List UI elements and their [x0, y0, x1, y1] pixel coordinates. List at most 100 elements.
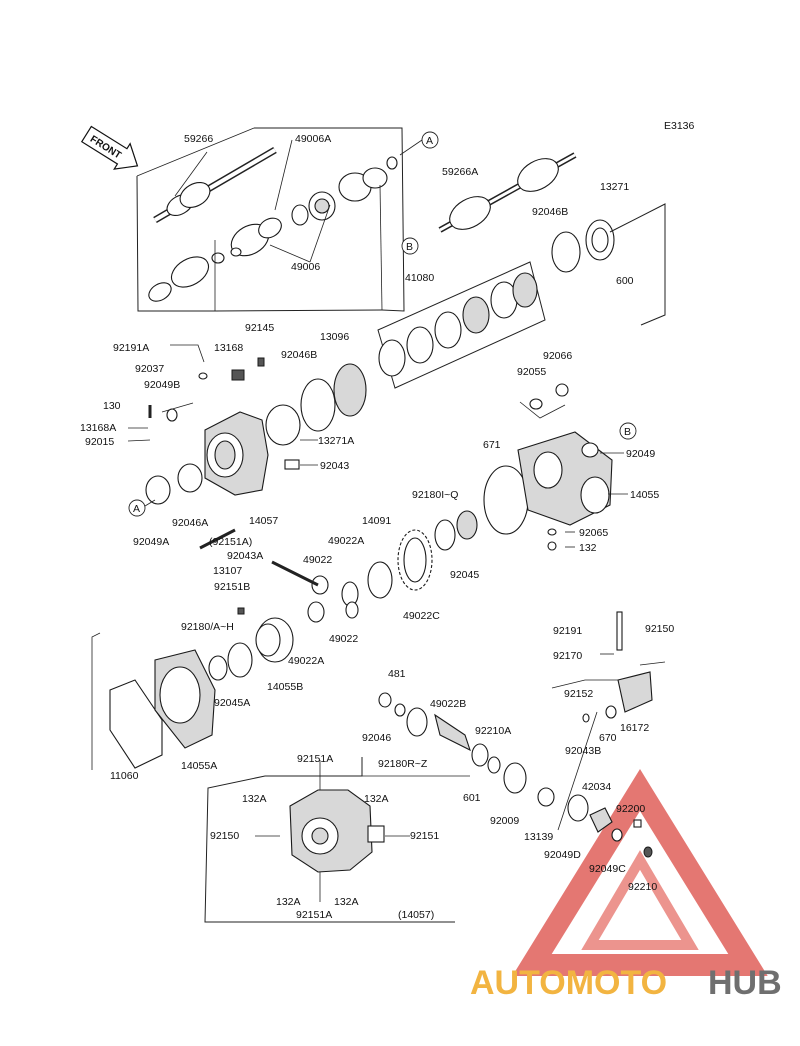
callout-b-left: B	[401, 237, 419, 255]
part-label: (92151A)	[209, 536, 252, 548]
part-label: 92150	[210, 830, 239, 842]
part-label: 132A	[276, 896, 301, 908]
part-label: 92045	[450, 569, 479, 581]
svg-text:B: B	[406, 241, 413, 253]
part-label: 92043	[320, 460, 349, 472]
part-label: 13107	[213, 565, 242, 577]
part-label: 49006A	[295, 133, 331, 145]
cover-14055A	[91, 632, 216, 770]
part-label: 481	[388, 668, 406, 680]
part-label: 92045A	[214, 697, 250, 709]
part-label: 92037	[135, 363, 164, 375]
part-label: 92170	[553, 650, 582, 662]
part-label: 42034	[582, 781, 611, 793]
part-label: 92150	[645, 623, 674, 635]
part-label: 132	[579, 542, 597, 554]
leader-lines	[127, 402, 628, 902]
part-label: 92210A	[475, 725, 511, 737]
part-label: 14055	[630, 489, 659, 501]
part-label: 92180R~Z	[378, 758, 428, 770]
callout-b-right: B	[619, 422, 637, 440]
part-label: 92210	[628, 881, 657, 893]
part-label: 49022A	[328, 535, 364, 547]
diagram-id: E3136	[664, 120, 695, 132]
part-label: 92049	[626, 448, 655, 460]
part-label: 670	[599, 732, 617, 744]
part-label: 92046A	[172, 517, 208, 529]
part-label: 92009	[490, 815, 519, 827]
part-label: 92065	[579, 527, 608, 539]
part-label: 49022C	[403, 610, 440, 622]
watermark-logo: AUTOMOTO HUB	[470, 964, 782, 1002]
part-label: 59266A	[442, 166, 478, 178]
svg-text:B: B	[624, 426, 631, 438]
part-label: 16172	[620, 722, 649, 734]
part-label: 92152	[564, 688, 593, 700]
part-label: (14057)	[398, 909, 434, 921]
part-label: 132A	[242, 793, 267, 805]
part-label: 92043A	[227, 550, 263, 562]
pinion-group	[361, 692, 527, 794]
part-label: 13096	[320, 331, 349, 343]
part-label: 92151B	[214, 581, 250, 593]
part-label: 49022	[329, 633, 358, 645]
part-label: 92046B	[532, 206, 568, 218]
part-label: 132A	[364, 793, 389, 805]
svg-text:A: A	[426, 135, 433, 147]
part-label: 49006	[291, 261, 320, 273]
part-label: 92015	[85, 436, 114, 448]
part-label: 13168	[214, 342, 243, 354]
part-label: 14057	[249, 515, 278, 527]
rear-axle-group	[438, 152, 666, 326]
part-label: 92049B	[144, 379, 180, 391]
watermark-part2: HUB	[708, 964, 782, 1002]
part-label: 13271A	[318, 435, 354, 447]
housing-14055	[483, 383, 613, 551]
part-label: 92151A	[297, 753, 333, 765]
watermark-triangle	[512, 769, 768, 976]
part-label: 14055A	[181, 760, 217, 772]
part-label: 92049C	[589, 863, 626, 875]
part-label: 92055	[517, 366, 546, 378]
svg-text:A: A	[133, 503, 140, 515]
front-axle-group	[136, 127, 405, 312]
part-label: 601	[463, 792, 481, 804]
part-label: 92151A	[296, 909, 332, 921]
hub-group	[537, 787, 653, 858]
part-label: 671	[483, 439, 501, 451]
part-label: 600	[616, 275, 634, 287]
part-label: 59266	[184, 133, 213, 145]
part-label: 41080	[405, 272, 434, 284]
part-label: 92191A	[113, 342, 149, 354]
part-label: 130	[103, 400, 121, 412]
part-label: 92043B	[565, 745, 601, 757]
front-arrow-icon: FRONT	[80, 125, 139, 170]
part-label: 92046	[362, 732, 391, 744]
part-label: 49022B	[430, 698, 466, 710]
part-label: 92200	[616, 803, 645, 815]
part-label: 92066	[543, 350, 572, 362]
part-label: 13271	[600, 181, 629, 193]
part-label: 92049D	[544, 849, 581, 861]
callout-a-left: A	[128, 499, 156, 517]
part-label: 92046B	[281, 349, 317, 361]
part-label: 132A	[334, 896, 359, 908]
part-label: 13168A	[80, 422, 116, 434]
callout-a-top: A	[399, 131, 439, 156]
part-label: 49022A	[288, 655, 324, 667]
part-label: 14055B	[267, 681, 303, 693]
part-label: 14091	[362, 515, 391, 527]
part-label: 92180/A~H	[181, 621, 234, 633]
clutch-plates-group	[265, 261, 546, 446]
part-label: 49022	[303, 554, 332, 566]
part-label: 13139	[524, 831, 553, 843]
part-label: 92151	[410, 830, 439, 842]
housing-14057	[145, 344, 300, 550]
part-label: 92049A	[133, 536, 169, 548]
part-label: 92191	[553, 625, 582, 637]
part-label: 92145	[245, 322, 274, 334]
inset-housing-view	[204, 757, 455, 923]
watermark-part1: AUTOMOTO	[470, 964, 667, 1002]
part-labels: 59266 49006A 49006 59266A 13271 92046B 6…	[80, 133, 674, 921]
